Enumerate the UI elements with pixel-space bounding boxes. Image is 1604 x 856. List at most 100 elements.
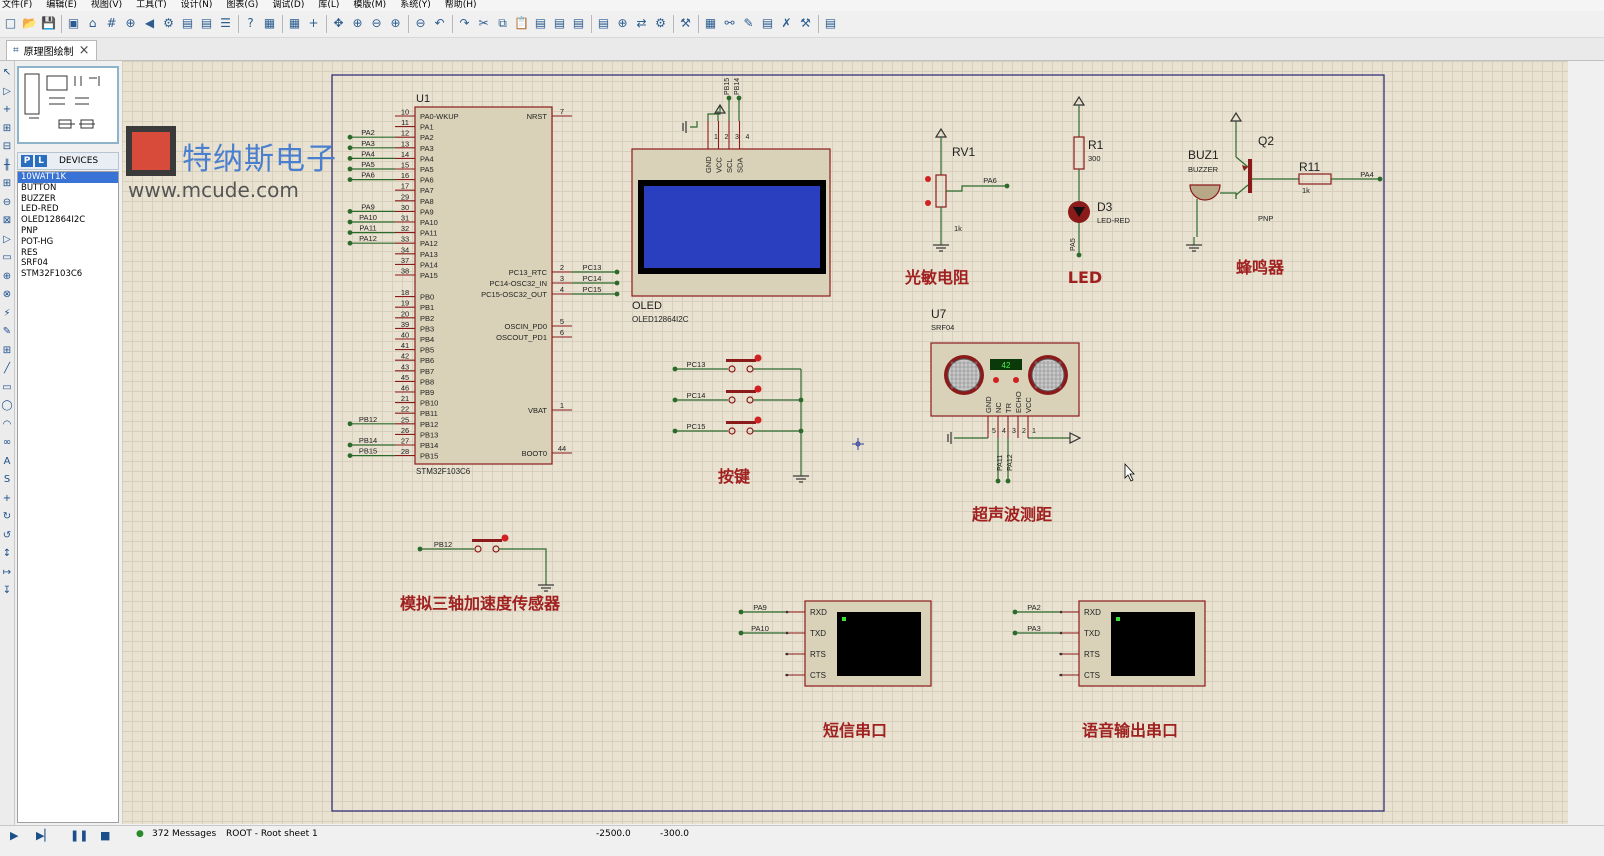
tab-schematic[interactable]: ⌗ 原理图绘制 × — [6, 40, 97, 60]
toolbar-icon-21[interactable]: ↶ — [434, 16, 445, 30]
toolbar-icon-26[interactable]: ▤ — [534, 16, 547, 30]
toolbar-icon-17[interactable]: ⊕ — [352, 16, 363, 30]
menu-item-0[interactable]: 文件(F) — [2, 0, 33, 10]
tool-icon-3[interactable]: ⊞ — [2, 122, 12, 134]
menu-item-6[interactable]: 调试(D) — [272, 0, 305, 10]
menu-item-7[interactable]: 库(L) — [318, 0, 340, 10]
toolbar-icon-15[interactable]: + — [308, 16, 319, 30]
tool-icon-25[interactable]: ↺ — [2, 529, 12, 541]
toolbar-icon-24[interactable]: ⧉ — [498, 16, 507, 30]
tool-icon-12[interactable]: ⊗ — [2, 289, 12, 300]
tool-icon-10[interactable]: ▭ — [2, 252, 12, 263]
toolbar-icon-7[interactable]: ◀ — [144, 16, 155, 30]
pick-devices-button[interactable]: P — [21, 155, 33, 167]
device-item[interactable]: PNP — [21, 225, 38, 236]
tool-icon-2[interactable]: + — [2, 104, 12, 115]
toolbar-icon-23[interactable]: ✂ — [478, 16, 489, 30]
tool-icon-16[interactable]: ╱ — [3, 363, 11, 374]
toolbar-icon-4[interactable]: ⌂ — [88, 16, 97, 30]
tool-icon-28[interactable]: ↧ — [2, 585, 12, 596]
messages-count[interactable]: 372 Messages — [152, 829, 217, 839]
device-item[interactable]: RES — [21, 247, 38, 258]
tool-icon-23[interactable]: + — [2, 492, 12, 504]
menu-item-5[interactable]: 图表(G) — [226, 0, 259, 10]
menu-item-9[interactable]: 系统(Y) — [400, 0, 431, 10]
tool-icon-0[interactable]: ↖ — [2, 67, 12, 78]
tool-icon-22[interactable]: S — [3, 474, 11, 485]
tool-icon-18[interactable]: ◯ — [1, 400, 13, 411]
library-button[interactable]: L — [35, 155, 47, 167]
toolbar-icon-10[interactable]: ▤ — [200, 16, 213, 30]
menu-item-1[interactable]: 编辑(E) — [46, 0, 77, 10]
toolbar-icon-22[interactable]: ↷ — [459, 16, 470, 30]
tool-icon-27[interactable]: ↦ — [2, 566, 12, 578]
toolbar-icon-27[interactable]: ▤ — [553, 16, 566, 30]
toolbar-icon-18[interactable]: ⊖ — [371, 16, 382, 30]
toolbar-icon-16[interactable]: ✥ — [333, 16, 344, 30]
tool-icon-21[interactable]: A — [3, 455, 11, 467]
toolbar-icon-19[interactable]: ⊕ — [390, 16, 401, 30]
toolbar-icon-12[interactable]: ? — [247, 16, 254, 30]
tool-icon-9[interactable]: ▷ — [3, 233, 11, 245]
tool-icon-24[interactable]: ↻ — [2, 511, 12, 522]
tool-icon-19[interactable]: ◠ — [2, 418, 12, 430]
toolbar-icon-11[interactable]: ☰ — [220, 16, 231, 30]
step-icon[interactable]: ▶▏ — [36, 829, 53, 842]
menu-item-10[interactable]: 帮助(H) — [444, 0, 477, 10]
play-icon[interactable]: ▶ — [10, 829, 19, 842]
vertical-scroll-area[interactable] — [1568, 61, 1604, 824]
toolbar-icon-38[interactable]: ✗ — [781, 16, 792, 30]
toolbar-icon-31[interactable]: ⇄ — [636, 16, 647, 30]
device-item[interactable]: POT-HG — [21, 236, 54, 247]
toolbar-icon-34[interactable]: ▦ — [704, 16, 717, 30]
toolbar-icon-35[interactable]: ⚯ — [724, 16, 735, 30]
toolbar-icon-37[interactable]: ▤ — [761, 16, 774, 30]
toolbar-icon-9[interactable]: ▤ — [181, 16, 194, 30]
device-item[interactable]: BUZZER — [21, 193, 56, 204]
tool-icon-11[interactable]: ⊕ — [2, 270, 12, 282]
toolbar-icon-3[interactable]: ▣ — [67, 16, 80, 30]
menu-item-3[interactable]: 工具(T) — [136, 0, 167, 10]
toolbar-icon-25[interactable]: 📋 — [514, 16, 529, 30]
toolbar-icon-13[interactable]: ▦ — [263, 16, 276, 30]
menu-item-2[interactable]: 视图(V) — [90, 0, 123, 10]
menu-item-4[interactable]: 设计(N) — [180, 0, 213, 10]
toolbar-icon-20[interactable]: ⊖ — [415, 16, 426, 30]
toolbar-icon-28[interactable]: ▤ — [572, 16, 585, 30]
toolbar-icon-33[interactable]: ⚒ — [680, 16, 691, 30]
device-item[interactable]: SRF04 — [21, 258, 49, 269]
tool-icon-6[interactable]: ⊞ — [2, 178, 12, 189]
overview-panel[interactable] — [17, 66, 119, 144]
toolbar-icon-14[interactable]: ▦ — [288, 16, 301, 30]
tool-icon-1[interactable]: ▷ — [3, 85, 11, 97]
device-item[interactable]: 10WATT1K — [18, 172, 118, 183]
stop-icon[interactable]: ■ — [100, 829, 111, 842]
device-item[interactable]: STM32F103C6 — [21, 269, 83, 280]
toolbar-icon-0[interactable]: □ — [4, 16, 17, 30]
tool-icon-4[interactable]: ⊟ — [2, 141, 12, 152]
tool-icon-5[interactable]: ╫ — [3, 159, 11, 171]
tool-icon-13[interactable]: ⚡ — [3, 307, 11, 319]
toolbar-icon-30[interactable]: ⊕ — [617, 16, 628, 30]
tool-icon-8[interactable]: ⊠ — [2, 215, 12, 226]
close-icon[interactable]: × — [78, 43, 90, 58]
device-item[interactable]: BUTTON — [21, 182, 57, 193]
tool-icon-26[interactable]: ↕ — [2, 548, 12, 559]
toolbar-icon-29[interactable]: ▤ — [597, 16, 610, 30]
toolbar-icon-2[interactable]: 💾 — [41, 16, 56, 30]
tool-icon-15[interactable]: ⊞ — [2, 344, 12, 356]
toolbar-icon-8[interactable]: ⚙ — [163, 16, 174, 30]
tool-icon-17[interactable]: ▭ — [2, 381, 12, 393]
tool-icon-20[interactable]: ∞ — [2, 437, 12, 448]
device-item[interactable]: LED-RED — [21, 204, 59, 215]
